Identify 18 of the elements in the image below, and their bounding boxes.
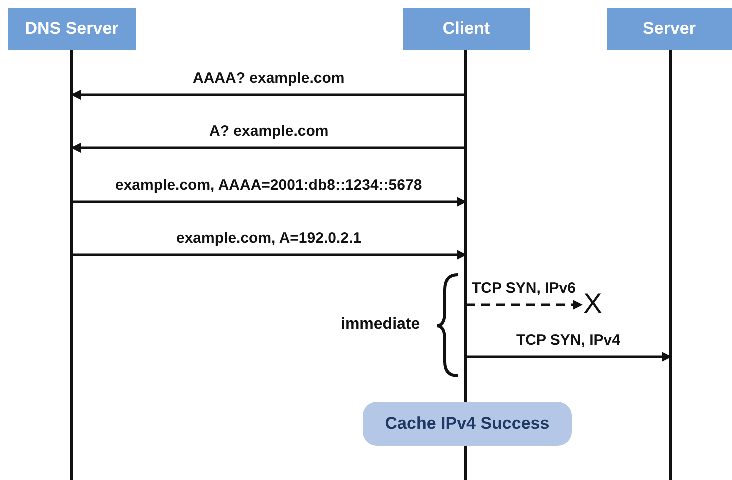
message-arrow: [466, 300, 583, 310]
message-label: example.com, AAAA=2001:db8::1234::5678: [116, 177, 422, 194]
message-label: AAAA? example.com: [193, 70, 345, 87]
annotation-label: immediate: [341, 316, 420, 334]
message-label: TCP SYN, IPv4: [516, 332, 620, 349]
message-arrow: [71, 143, 466, 153]
message-arrow: [466, 352, 672, 362]
participant-header: DNS Server: [8, 8, 136, 50]
message-label: A? example.com: [210, 123, 329, 140]
participant-header: Server: [607, 8, 732, 50]
message-label: example.com, A=192.0.2.1: [176, 230, 362, 247]
message-arrow: [72, 197, 467, 207]
state-note: Cache IPv4 Success: [363, 402, 572, 446]
message-label: TCP SYN, IPv6: [472, 280, 576, 297]
message-arrow: [71, 90, 466, 100]
failure-mark: X: [582, 288, 604, 320]
message-arrow: [72, 250, 467, 260]
participant-header: Client: [403, 8, 530, 50]
